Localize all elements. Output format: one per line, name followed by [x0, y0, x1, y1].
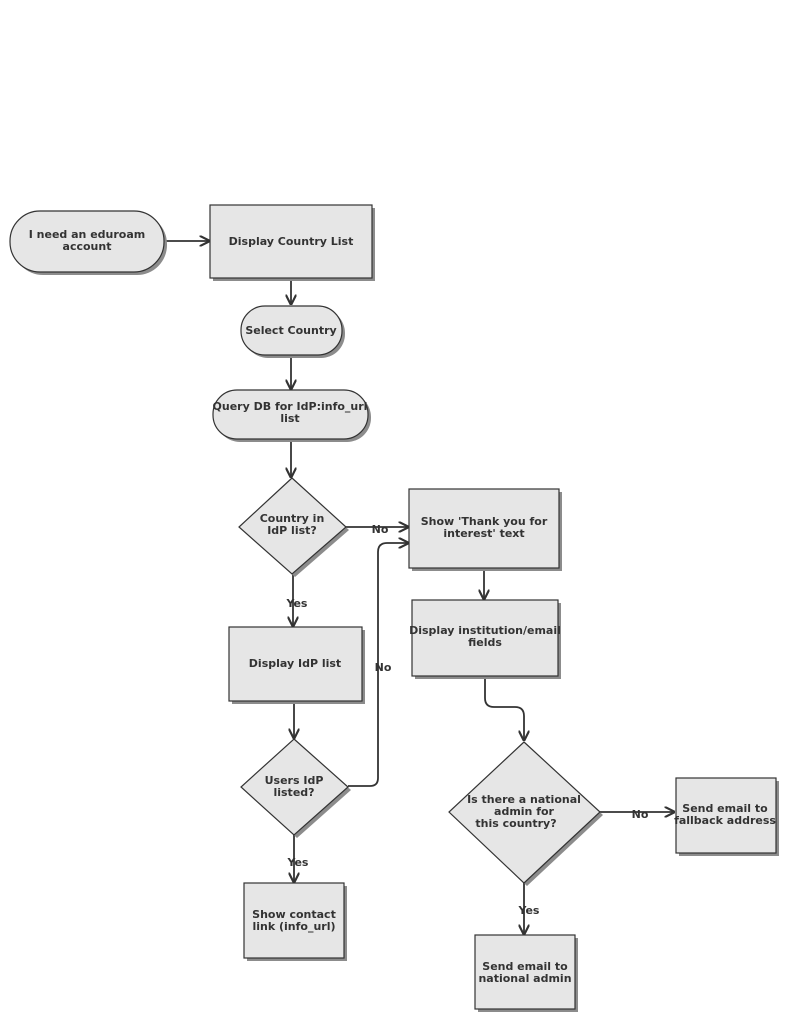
node-select-country-label: Select Country — [245, 324, 336, 337]
node-send-email-national-admin-line-1: Send email to — [482, 960, 568, 973]
edge-label-admin-no: No — [632, 808, 649, 821]
node-send-email-national-admin-line-2: national admin — [478, 972, 571, 985]
node-display-institution-fields-line-1: Display institution/email — [409, 624, 561, 637]
edge-label-country-yes: Yes — [286, 597, 308, 610]
node-send-email-national-admin: Send email to national admin — [474, 934, 578, 1012]
node-show-thank-you-line-2: interest' text — [443, 527, 524, 540]
node-send-email-fallback: Send email to fallback address — [674, 777, 779, 856]
node-show-contact-link: Show contact link (info_url) — [243, 882, 347, 961]
edges — [163, 241, 674, 934]
node-display-idp-list-label: Display IdP list — [249, 657, 341, 670]
node-display-country-list: Display Country List — [209, 204, 375, 281]
edge-label-country-no: No — [372, 523, 389, 536]
node-display-idp-list: Display IdP list — [228, 626, 365, 704]
node-users-idp-listed-line-2: listed? — [273, 786, 314, 799]
node-start-line-1: I need an eduroam — [29, 228, 146, 241]
node-country-in-idp-list-line-2: IdP list? — [267, 524, 317, 537]
edge-fields-to-admin-decision — [484, 675, 524, 740]
node-display-institution-fields: Display institution/email fields — [409, 599, 561, 679]
node-national-admin-line-3: this country? — [475, 817, 556, 830]
edge-users-decision-no — [348, 543, 408, 787]
edge-label-users-yes: Yes — [287, 856, 309, 869]
node-users-idp-listed-line-1: Users IdP — [265, 774, 324, 787]
edge-labels: No Yes No Yes No Yes — [286, 523, 649, 917]
node-start: I need an eduroam account — [9, 210, 167, 275]
node-display-institution-fields-line-2: fields — [468, 636, 502, 649]
node-users-idp-listed-decision: Users IdP listed? — [240, 738, 351, 838]
node-start-line-2: account — [63, 240, 112, 253]
node-select-country: Select Country — [240, 305, 345, 358]
node-country-in-idp-list-decision: Country in IdP list? — [238, 477, 349, 577]
node-show-contact-link-line-2: link (info_url) — [252, 920, 335, 933]
node-show-thank-you-line-1: Show 'Thank you for — [421, 515, 548, 528]
node-national-admin-decision: Is there a national admin for this count… — [448, 741, 603, 886]
node-query-db-line-2: list — [280, 412, 299, 425]
node-display-country-list-label: Display Country List — [229, 235, 354, 248]
node-query-db: Query DB for IdP:info_url list — [212, 389, 371, 442]
node-send-email-fallback-line-1: Send email to — [682, 802, 768, 815]
edge-label-admin-yes: Yes — [518, 904, 540, 917]
node-query-db-line-1: Query DB for IdP:info_url — [213, 400, 368, 413]
node-national-admin-line-2: admin for — [494, 805, 555, 818]
node-country-in-idp-list-line-1: Country in — [260, 512, 325, 525]
node-show-contact-link-line-1: Show contact — [252, 908, 336, 921]
edge-label-users-no: No — [375, 661, 392, 674]
node-show-thank-you: Show 'Thank you for interest' text — [408, 488, 562, 571]
node-national-admin-line-1: Is there a national — [467, 793, 581, 806]
node-send-email-fallback-line-2: fallback address — [674, 814, 776, 827]
